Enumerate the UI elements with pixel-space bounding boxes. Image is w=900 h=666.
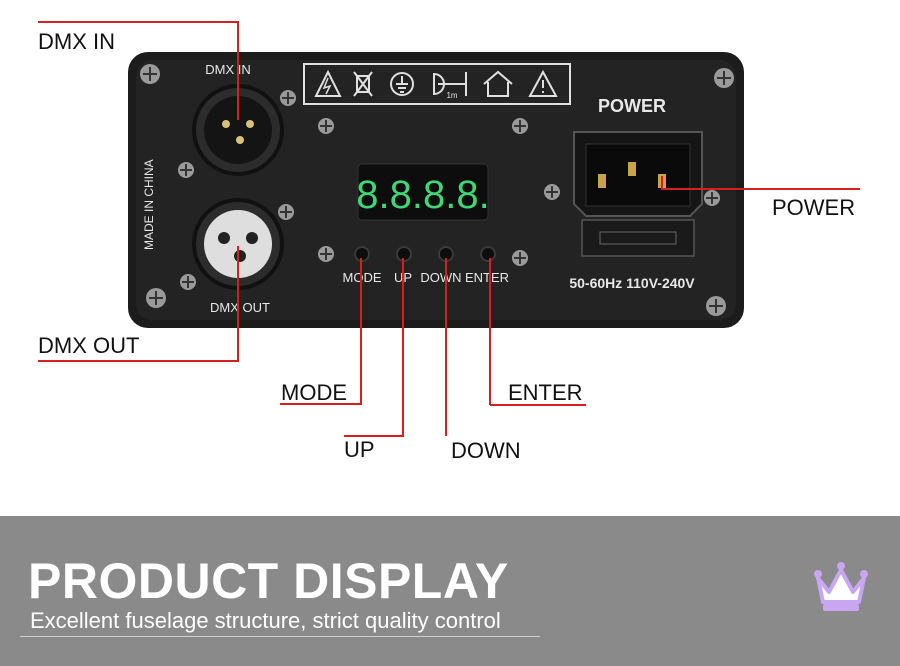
no-dispose-icon xyxy=(353,71,373,97)
device-panel-illustration: DMX IN DMX OUT MADE IN CHINA xyxy=(38,21,860,437)
made-in-label: MADE IN CHINA xyxy=(142,159,156,250)
electric-warning-icon xyxy=(314,69,342,97)
callout-enter: ENTER xyxy=(508,380,583,405)
banner-title: PRODUCT DISPLAY xyxy=(28,553,509,609)
callout-dmx-out: DMX OUT xyxy=(38,333,140,358)
callout-down: DOWN xyxy=(451,438,521,463)
fuse-drawer xyxy=(581,219,695,257)
callout-dmx-in: DMX IN xyxy=(38,29,115,54)
dmx-in-panel-label: DMX IN xyxy=(205,62,251,77)
distance-mark: 1m xyxy=(446,91,457,100)
ground-icon xyxy=(390,72,414,96)
callout-up: UP xyxy=(344,437,375,462)
indoor-use-icon xyxy=(483,70,513,97)
power-inlet xyxy=(573,131,703,257)
callout-leader-lines xyxy=(38,21,860,437)
dmx-in-connector xyxy=(192,84,284,176)
dmx-out-panel-label: DMX OUT xyxy=(210,300,270,315)
mode-button-label: MODE xyxy=(343,270,382,285)
dmx-out-connector xyxy=(192,198,284,290)
down-button-label: DOWN xyxy=(420,270,461,285)
voltage-label: 50-60Hz 110V-240V xyxy=(569,275,695,291)
enter-button[interactable] xyxy=(480,246,496,262)
callout-power: POWER xyxy=(772,195,856,220)
display-digits: 8.8.8.8. xyxy=(356,173,489,217)
product-display-banner xyxy=(0,516,900,666)
banner-divider xyxy=(20,636,540,637)
led-display: 8.8.8.8. xyxy=(356,163,490,221)
enter-button-label: ENTER xyxy=(465,270,509,285)
warning-icon xyxy=(528,69,558,97)
power-panel-label: POWER xyxy=(598,96,666,116)
distance-icon xyxy=(433,72,467,96)
screw-icon xyxy=(140,64,734,316)
callout-mode: MODE xyxy=(281,380,347,405)
crown-icon xyxy=(814,562,868,611)
product-photo: DMX IN DMX OUT MADE IN CHINA xyxy=(38,21,860,463)
control-buttons: MODE UP DOWN ENTER xyxy=(343,246,509,285)
hazard-symbols-strip: 1m xyxy=(303,63,571,105)
banner-subtitle: Excellent fuselage structure, strict qua… xyxy=(30,608,501,633)
